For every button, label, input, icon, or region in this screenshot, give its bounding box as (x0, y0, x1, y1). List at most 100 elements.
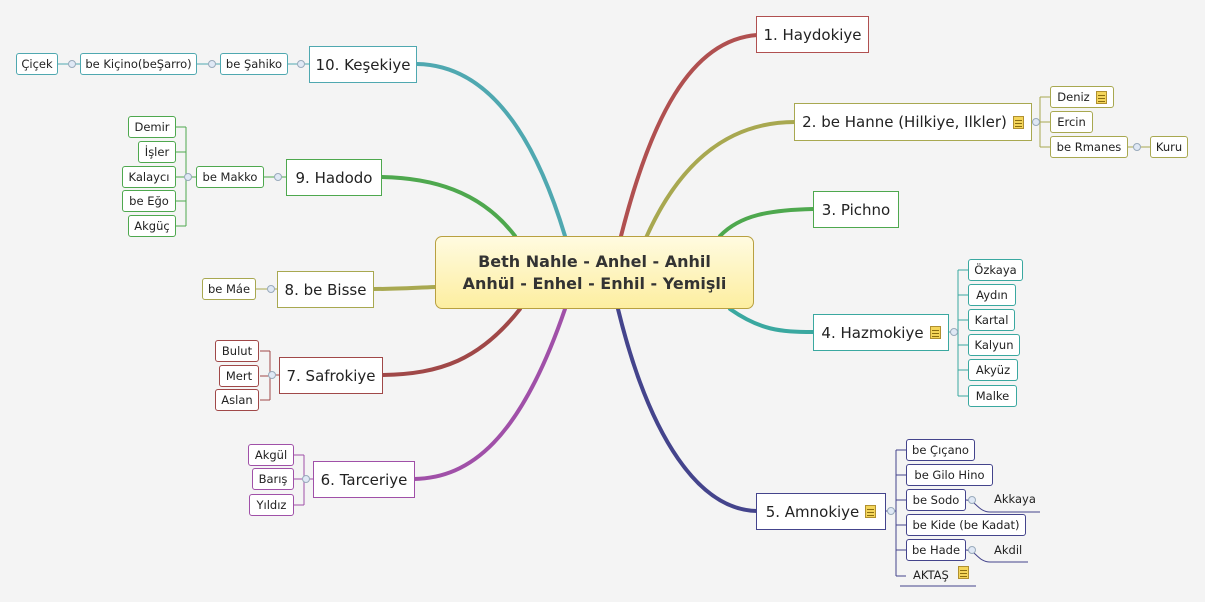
subtopic-be-ego[interactable]: be Eğo (122, 190, 176, 212)
subtopic-be-makko[interactable]: be Makko (196, 166, 264, 188)
subtopic-label: Aydın (976, 288, 1008, 302)
topic-label: 10. Keşekiye (315, 55, 411, 74)
note-icon[interactable] (865, 505, 877, 518)
subtopic-label: Akdil (994, 543, 1023, 557)
subtopic-be-cicano[interactable]: be Çıçano (906, 439, 975, 461)
subtopic-label: be Kiçino(beŞarro) (85, 57, 192, 71)
subtopic-akgul[interactable]: Akgül (248, 444, 294, 466)
collapse-toggle-sahiko[interactable] (208, 60, 216, 68)
subtopic-akdil[interactable]: Akdil (994, 543, 1022, 557)
subtopic-label: be Gilo Hino (914, 468, 985, 482)
topic-label: 8. be Bisse (284, 280, 367, 299)
subtopic-malke[interactable]: Malke (968, 385, 1017, 407)
collapse-toggle-makko[interactable] (184, 173, 192, 181)
subtopic-ozkaya[interactable]: Özkaya (968, 259, 1023, 281)
subtopic-kartal[interactable]: Kartal (968, 309, 1015, 331)
subtopic-bulut[interactable]: Bulut (215, 340, 259, 362)
topic-be-bisse[interactable]: 8. be Bisse (277, 271, 374, 308)
subtopic-aktas[interactable]: AKTAŞ (913, 566, 970, 582)
subtopic-label: Barış (258, 472, 288, 486)
collapse-toggle-b6[interactable] (302, 475, 310, 483)
topic-haydokiye[interactable]: 1. Haydokiye (756, 16, 869, 53)
subtopic-ercin[interactable]: Ercin (1050, 111, 1093, 133)
subtopic-be-rmanes[interactable]: be Rmanes (1050, 136, 1128, 158)
subtopic-kalayci[interactable]: Kalaycı (122, 166, 176, 188)
subtopic-cicek[interactable]: Çiçek (16, 53, 58, 75)
subtopic-akkaya[interactable]: Akkaya (994, 492, 1036, 506)
subtopic-label: Malke (975, 389, 1010, 403)
topic-be-hanne[interactable]: 2. be Hanne (Hilkiye, Ilkler) (794, 103, 1032, 141)
central-topic[interactable]: Beth Nahle - Anhel - Anhil Anhül - Enhel… (435, 236, 754, 309)
topic-label: 5. Amnokiye (765, 502, 860, 521)
subtopic-be-sodo[interactable]: be Sodo (906, 489, 966, 511)
subtopic-label: Kartal (974, 313, 1009, 327)
subtopic-be-kicino[interactable]: be Kiçino(beŞarro) (80, 53, 197, 75)
subtopic-label: Demir (134, 120, 170, 134)
collapse-toggle-b2[interactable] (1032, 118, 1040, 126)
subtopic-label: Bulut (221, 344, 253, 358)
topic-hazmokiye[interactable]: 4. Hazmokiye (813, 314, 949, 351)
collapse-toggle-b10[interactable] (297, 60, 305, 68)
collapse-toggle-kicino[interactable] (68, 60, 76, 68)
topic-tarceriye[interactable]: 6. Tarceriye (313, 461, 415, 498)
subtopic-label: Aslan (221, 393, 253, 407)
subtopic-label: Özkaya (974, 263, 1017, 277)
collapse-toggle-hade[interactable] (968, 546, 976, 554)
subtopic-akguc[interactable]: Akgüç (128, 215, 176, 237)
subtopic-label: be Kide (be Kadat) (912, 518, 1020, 532)
subtopic-label: Ercin (1057, 115, 1086, 129)
subtopic-demir[interactable]: Demir (128, 116, 176, 138)
topic-hadodo[interactable]: 9. Hadodo (286, 159, 382, 196)
collapse-toggle-b4[interactable] (950, 328, 958, 336)
subtopic-label: Akgüç (134, 219, 170, 233)
note-icon[interactable] (1012, 115, 1024, 129)
subtopic-label: be Makko (202, 170, 258, 184)
central-topic-line1: Beth Nahle - Anhel - Anhil (478, 251, 711, 271)
subtopic-kalyun[interactable]: Kalyun (968, 334, 1020, 356)
subtopic-aslan[interactable]: Aslan (215, 389, 259, 411)
subtopic-label: Akkaya (994, 492, 1036, 506)
topic-label: 9. Hadodo (295, 168, 373, 187)
subtopic-kuru[interactable]: Kuru (1150, 136, 1188, 158)
subtopic-aydin[interactable]: Aydın (968, 284, 1016, 306)
collapse-toggle-b9[interactable] (274, 173, 282, 181)
collapse-toggle-b5[interactable] (887, 507, 895, 515)
subtopic-label: Mert (225, 369, 253, 383)
note-icon[interactable] (929, 326, 941, 339)
subtopic-be-mae[interactable]: be Máe (202, 278, 256, 300)
collapse-toggle-rmanes[interactable] (1133, 143, 1141, 151)
note-icon[interactable] (958, 566, 970, 579)
subtopic-label: AKTAŞ (913, 568, 949, 582)
topic-amnokiye[interactable]: 5. Amnokiye (756, 493, 886, 530)
topic-label: 6. Tarceriye (320, 470, 408, 489)
subtopic-label: be Eğo (129, 194, 169, 208)
subtopic-be-kide[interactable]: be Kide (be Kadat) (906, 514, 1026, 536)
subtopic-baris[interactable]: Barış (252, 468, 294, 490)
subtopic-be-gilo-hino[interactable]: be Gilo Hino (906, 464, 993, 486)
topic-pichno[interactable]: 3. Pichno (813, 191, 899, 228)
topic-label: 4. Hazmokiye (821, 323, 924, 342)
subtopic-isler[interactable]: İşler (138, 141, 176, 163)
collapse-toggle-b8[interactable] (267, 285, 275, 293)
topic-safrokiye[interactable]: 7. Safrokiye (279, 357, 383, 394)
central-topic-line2: Anhül - Enhel - Enhil - Yemişli (462, 273, 727, 293)
subtopic-label: be Şahiko (225, 57, 283, 71)
subtopic-label: Deniz (1057, 90, 1090, 104)
collapse-toggle-sodo[interactable] (968, 496, 976, 504)
subtopic-deniz[interactable]: Deniz (1050, 86, 1114, 108)
topic-label: 2. be Hanne (Hilkiye, Ilkler) (802, 113, 1007, 131)
subtopic-be-sahiko[interactable]: be Şahiko (220, 53, 288, 75)
subtopic-label: Kalyun (974, 338, 1014, 352)
subtopic-yildiz[interactable]: Yıldız (249, 494, 294, 516)
subtopic-mert[interactable]: Mert (219, 365, 259, 387)
subtopic-akyuz[interactable]: Akyüz (968, 359, 1018, 381)
note-icon[interactable] (1095, 90, 1107, 104)
collapse-toggle-b7[interactable] (268, 371, 276, 379)
subtopic-be-hade[interactable]: be Hade (906, 539, 966, 561)
topic-kesekiye[interactable]: 10. Keşekiye (309, 46, 417, 83)
subtopic-label: Çiçek (21, 57, 53, 71)
topic-label: 1. Haydokiye (763, 25, 862, 44)
subtopic-label: İşler (144, 145, 170, 159)
subtopic-label: Yıldız (256, 498, 287, 512)
